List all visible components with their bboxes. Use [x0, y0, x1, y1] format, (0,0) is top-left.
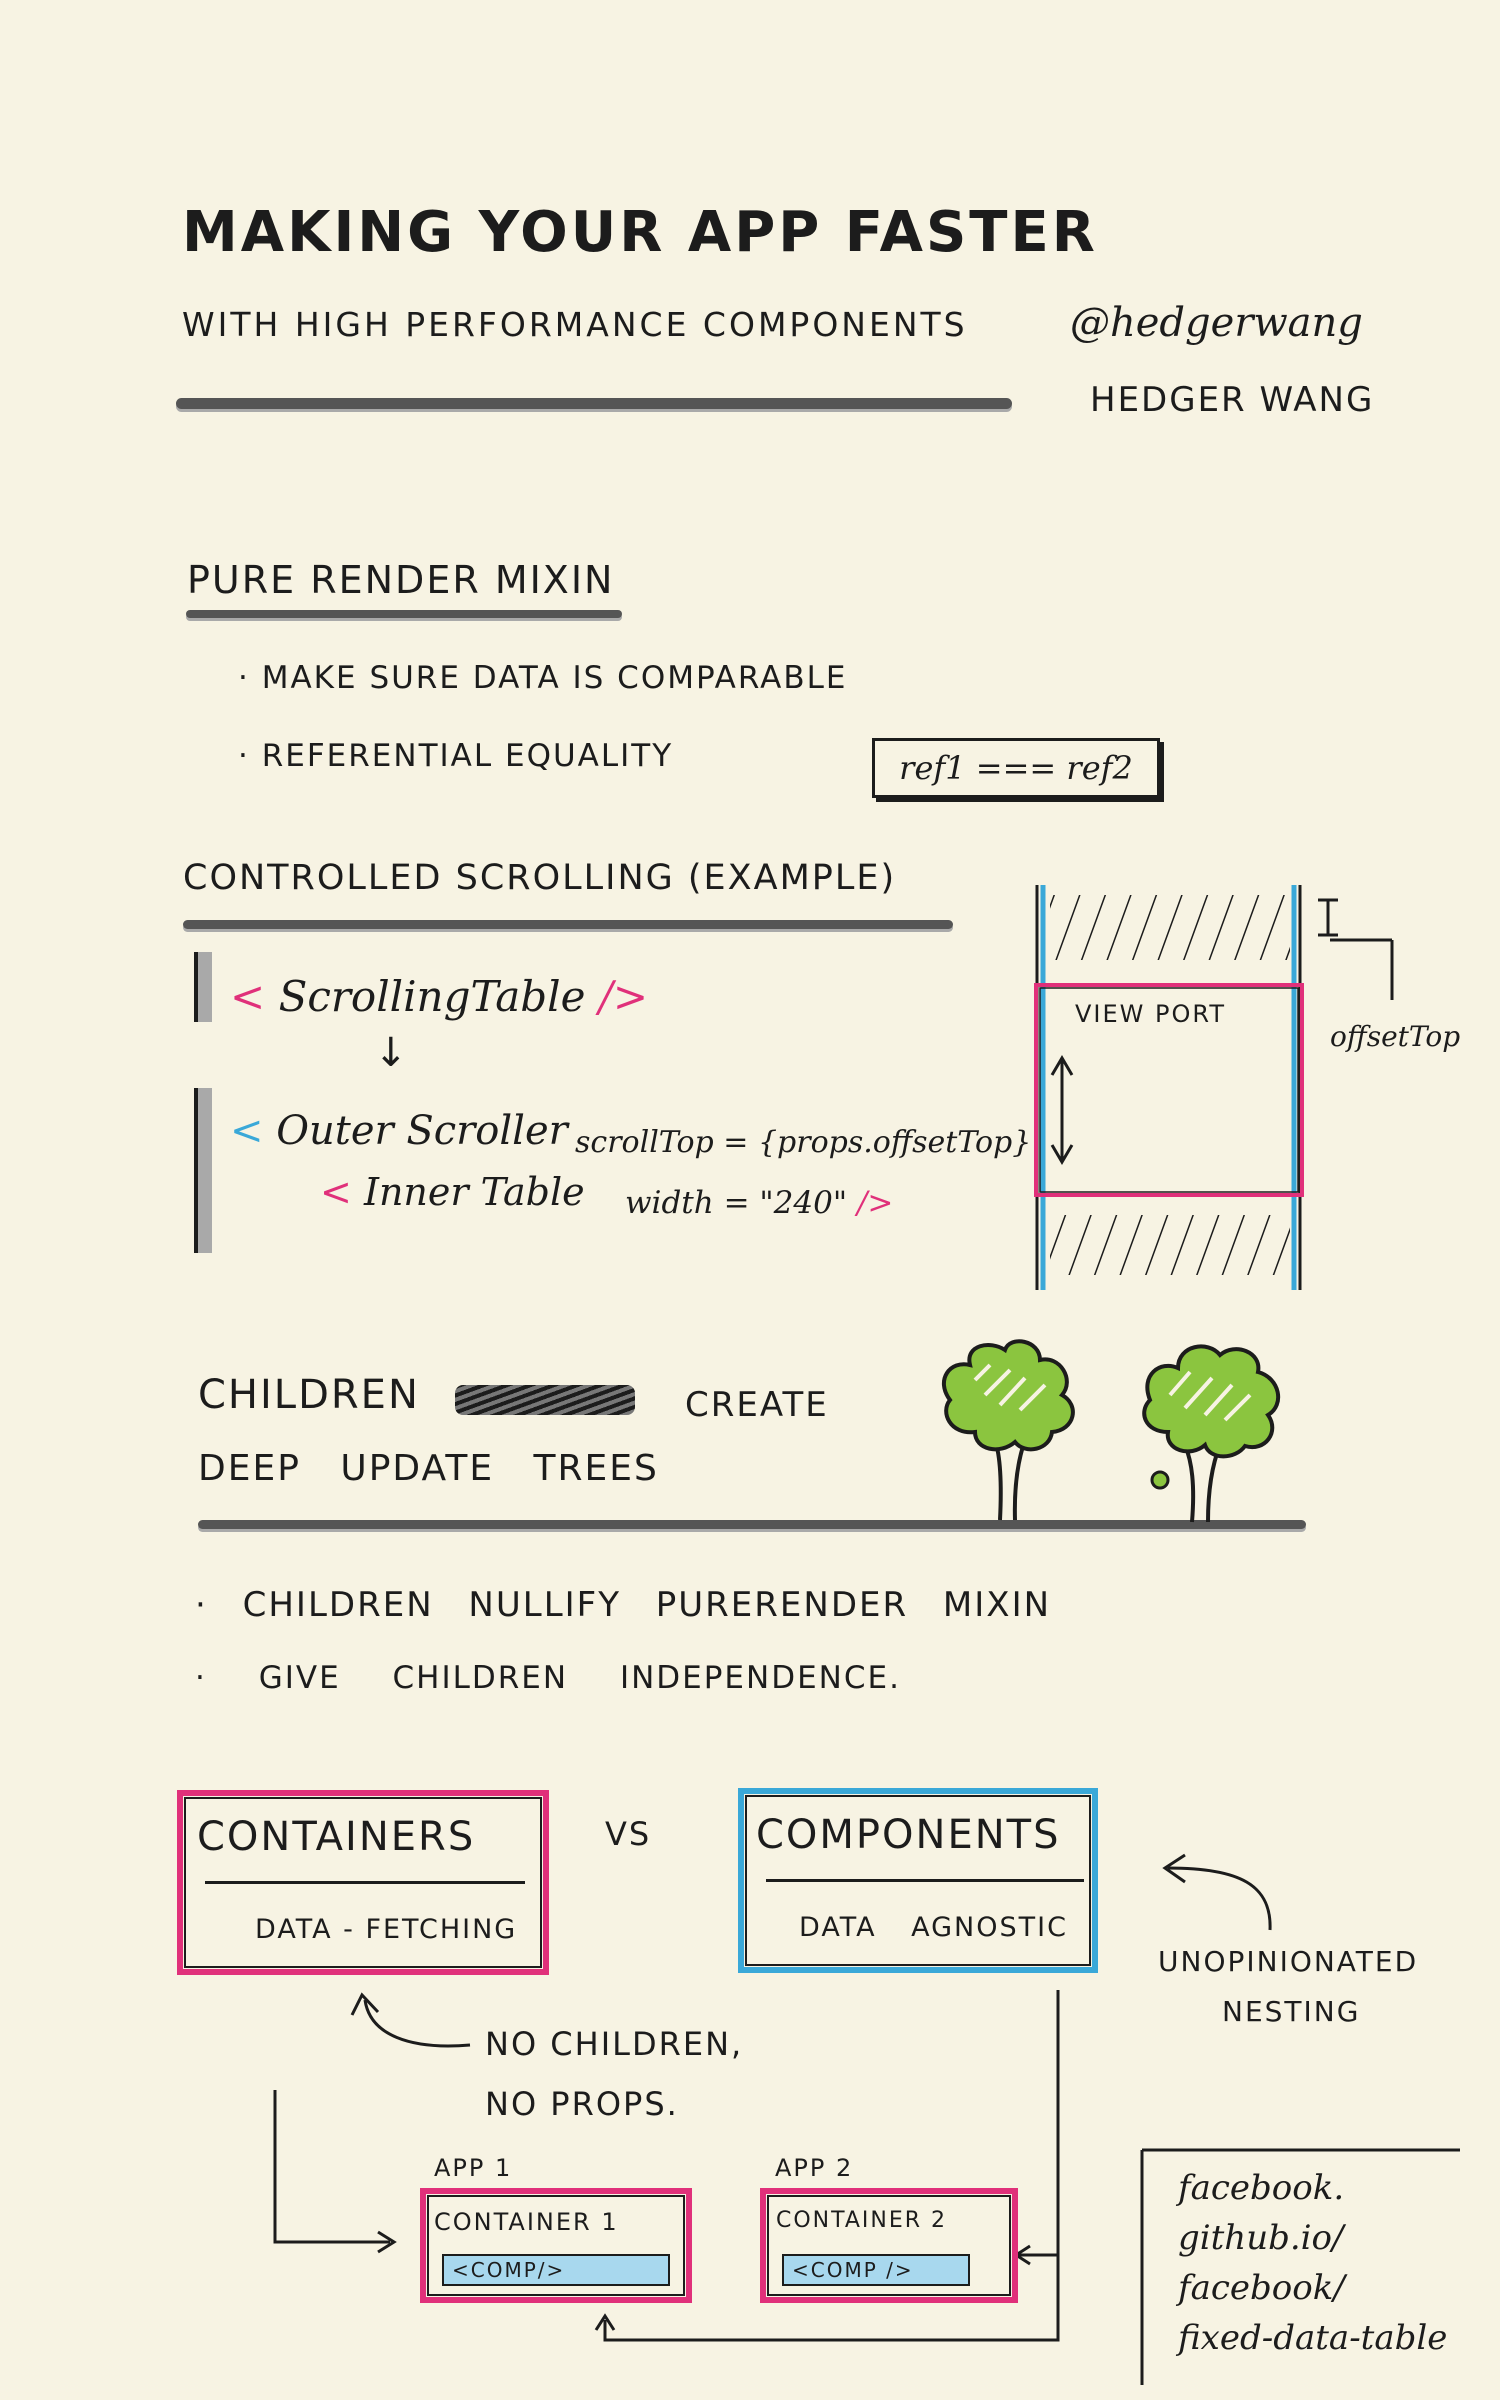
link-line-1: facebook.	[1178, 2168, 1345, 2208]
code-line-scrolling-table: < ScrollingTable />	[230, 972, 649, 1021]
code-prop-scrolltop: scrollTop = {props.offsetTop}	[575, 1125, 1032, 1160]
vs-label: VS	[605, 1815, 652, 1853]
children-underline	[198, 1520, 1306, 1529]
container2-label: CONTAINER 2	[776, 2208, 948, 2233]
tree-icon	[1142, 1344, 1281, 1523]
link-line-2: github.io/	[1178, 2218, 1344, 2258]
down-arrow-icon: ↓	[374, 1030, 408, 1076]
page-subtitle: WITH HIGH PERFORMANCE COMPONENTS	[182, 305, 968, 344]
container2-box: CONTAINER 2 <COMP />	[760, 2188, 1018, 2303]
components-subtitle: DATA AGNOSTIC	[799, 1912, 1068, 1943]
offset-top-label: offsetTop	[1330, 1020, 1461, 1053]
bullet-item: · REFERENTIAL EQUALITY	[238, 738, 674, 774]
container1-label: CONTAINER 1	[434, 2208, 619, 2236]
components-title: COMPONENTS	[756, 1812, 1061, 1858]
code-bracket-marker	[194, 952, 212, 1022]
containers-card: CONTAINERS DATA - FETCHING	[177, 1790, 549, 1975]
pure-render-underline	[186, 610, 622, 618]
viewport-label: VIEW PORT	[1075, 1000, 1226, 1028]
bullet-item: · GIVE CHILDREN INDEPENDENCE.	[195, 1660, 901, 1696]
section-heading-children-line-1-end: CREATE	[685, 1385, 829, 1425]
bullet-dot: ·	[195, 1660, 259, 1696]
components-card: COMPONENTS DATA AGNOSTIC	[738, 1788, 1098, 1973]
containers-title: CONTAINERS	[197, 1814, 476, 1860]
containers-divider	[205, 1881, 525, 1884]
title-underline	[176, 398, 1012, 409]
link-line-3: facebook/	[1178, 2268, 1345, 2308]
section-heading-children-line-2: DEEP UPDATE TREES	[198, 1448, 659, 1489]
no-children-label: NO CHILDREN,	[485, 2025, 744, 2063]
app1-label: APP 1	[434, 2154, 513, 2182]
section-heading-children-line-1: CHILDREN	[198, 1372, 420, 1418]
comp2-component: <COMP />	[782, 2254, 970, 2286]
link-line-4: fixed-data-table	[1178, 2318, 1448, 2358]
bullet-item: · CHILDREN NULLIFY PURERENDER MIXIN	[195, 1585, 1052, 1625]
bullet-dot: ·	[238, 660, 262, 696]
container1-box: CONTAINER 1 <COMP/>	[420, 2188, 692, 2303]
controlled-scrolling-underline	[183, 920, 953, 929]
comp1-component: <COMP/>	[442, 2254, 670, 2286]
unopinionated-label: UNOPINIONATED	[1158, 1945, 1419, 1978]
bullet-dot: ·	[195, 1585, 243, 1625]
code-box-ref-equality: ref1 === ref2	[872, 738, 1160, 798]
page-title: MAKING YOUR APP FASTER	[182, 200, 1098, 265]
bullet-item: · MAKE SURE DATA IS COMPARABLE	[238, 660, 848, 696]
bullet-dot: ·	[238, 738, 262, 774]
author-handle: @hedgerwang	[1070, 300, 1363, 346]
code-line-outer-scroller: < Outer Scroller	[230, 1108, 568, 1154]
containers-subtitle: DATA - FETCHING	[255, 1914, 518, 1945]
nesting-label: NESTING	[1222, 1995, 1361, 2028]
components-divider	[766, 1879, 1084, 1882]
tree-icon	[942, 1339, 1075, 1521]
code-bracket-marker	[194, 1088, 212, 1253]
section-heading-controlled-scrolling: CONTROLLED SCROLLING (EXAMPLE)	[183, 858, 897, 898]
code-prop-width: width = "240" />	[625, 1185, 894, 1221]
code-line-inner-table: < Inner Table	[320, 1170, 585, 1214]
no-props-label: NO PROPS.	[485, 2085, 679, 2123]
author-name: HEDGER WANG	[1090, 380, 1375, 420]
app2-label: APP 2	[775, 2154, 854, 2182]
section-heading-pure-render: PURE RENDER MIXIN	[187, 558, 615, 602]
scribbled-word	[455, 1385, 635, 1415]
